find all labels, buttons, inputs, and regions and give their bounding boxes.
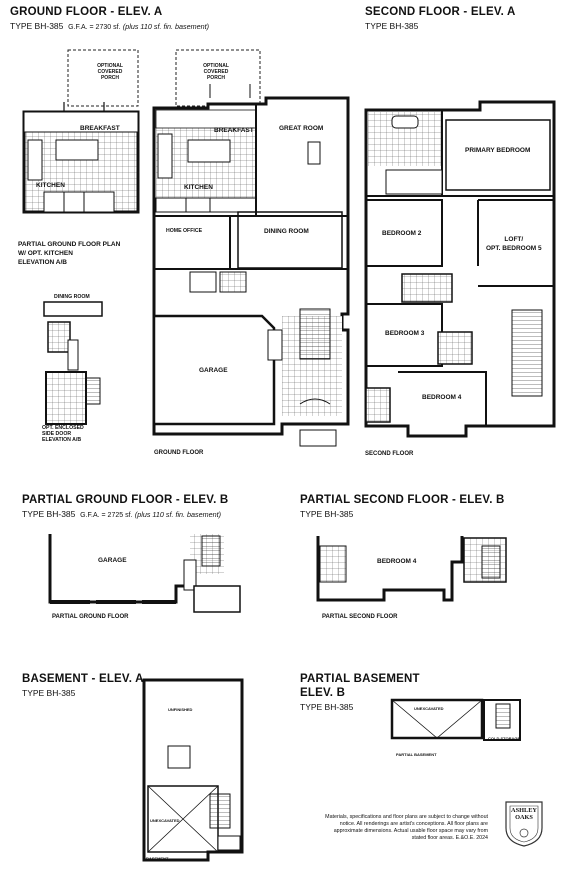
room-breakfast: BREAKFAST [214, 127, 254, 134]
second-floor-caption: SECOND FLOOR [365, 451, 414, 457]
type-label: TYPE BH-385 [22, 509, 76, 519]
room-unexcavated: UNEXCAVATED [150, 818, 180, 823]
caption-line: PARTIAL GROUND FLOOR PLAN [18, 241, 121, 248]
second-floor-a-type: TYPE BH-385 [365, 21, 419, 31]
room-garage-partial: GARAGE [98, 557, 127, 564]
partial-ground-b-subtitle: TYPE BH-385 G.F.A. = 2725 sf. (plus 110 … [22, 509, 221, 519]
side-door-plan [43, 301, 103, 425]
gfa-note: (plus 110 sf. fin. basement) [122, 22, 210, 31]
side-door-caption: OPT. ENCLOSED SIDE DOOR ELEVATION A/B [42, 425, 84, 443]
room-garage: GARAGE [199, 367, 228, 374]
partial-plan-caption: PARTIAL GROUND FLOOR PLAN W/ OPT. KITCHE… [18, 240, 120, 267]
basement-a-type: TYPE BH-385 [22, 688, 76, 698]
basement-caption: BASEMENT [146, 856, 169, 861]
loft-line-1: LOFT/ [504, 236, 524, 243]
room-breakfast-partial: BREAKFAST [80, 125, 120, 132]
ground-floor-caption: GROUND FLOOR [154, 450, 204, 456]
caption-line: ELEVATION A/B [42, 437, 82, 443]
room-dining-room-small: DINING ROOM [54, 294, 90, 300]
room-kitchen: KITCHEN [184, 184, 213, 191]
room-bedroom-4-partial: BEDROOM 4 [377, 558, 417, 565]
caption-line: W/ OPT. KITCHEN [18, 250, 73, 257]
basement-plan [142, 678, 244, 862]
room-loft: LOFT/ OPT. BEDROOM 5 [486, 235, 542, 253]
gfa-label: G.F.A. = 2725 sf. [80, 512, 133, 519]
room-bedroom-4: BEDROOM 4 [422, 394, 462, 401]
partial-second-floor-caption: PARTIAL SECOND FLOOR [322, 614, 398, 620]
second-floor-plan [364, 100, 556, 438]
partial-ground-b-title: PARTIAL GROUND FLOOR - ELEV. B [22, 494, 229, 506]
ground-floor-plan [152, 84, 350, 447]
room-unfinished: UNFINISHED [168, 707, 193, 712]
logo-line-1: ASHLEY [511, 807, 537, 814]
partial-second-b-title: PARTIAL SECOND FLOOR - ELEV. B [300, 494, 505, 506]
partial-kitchen-plan [22, 102, 140, 214]
partial-basement-b-title-2: ELEV. B [300, 687, 346, 699]
room-bedroom-2: BEDROOM 2 [382, 230, 422, 237]
basement-a-title: BASEMENT - ELEV. A [22, 673, 144, 685]
loft-line-2: OPT. BEDROOM 5 [486, 245, 542, 252]
room-home-office: HOME OFFICE [166, 228, 203, 234]
partial-ground-floor-caption: PARTIAL GROUND FLOOR [52, 614, 129, 620]
ground-floor-a-subtitle: TYPE BH-385 G.F.A. = 2730 sf. (plus 110 … [10, 21, 209, 31]
partial-second-b-type: TYPE BH-385 [300, 509, 354, 519]
room-kitchen-partial: KITCHEN [36, 182, 65, 189]
disclaimer: Materials, specifications and floor plan… [325, 814, 488, 841]
room-bedroom-3: BEDROOM 3 [385, 330, 425, 337]
type-label: TYPE BH-385 [10, 21, 64, 31]
room-great-room: GREAT ROOM [279, 125, 324, 132]
gfa-label: G.F.A. = 2730 sf. [68, 24, 121, 31]
optional-porch-label-2: OPTIONAL COVERED PORCH [203, 63, 229, 81]
ground-floor-a-title: GROUND FLOOR - ELEV. A [10, 6, 163, 18]
room-unexcavated-b: UNEXCAVATED [414, 706, 444, 711]
logo-line-2: OAKS [515, 814, 533, 821]
second-floor-a-title: SECOND FLOOR - ELEV. A [365, 6, 516, 18]
logo-text: ASHLEY OAKS [505, 807, 543, 821]
caption-line: SIDE DOOR [42, 431, 72, 437]
gfa-note: (plus 110 sf. fin. basement) [134, 510, 222, 519]
partial-ground-b-plan [48, 534, 241, 613]
partial-basement-b-title: PARTIAL BASEMENT [300, 673, 420, 685]
partial-second-b-plan [316, 536, 507, 602]
partial-basement-b-plan [390, 698, 521, 741]
caption-line: OPT. ENCLOSED [42, 425, 84, 431]
room-dining-room: DINING ROOM [264, 228, 309, 235]
room-primary-bedroom: PRIMARY BEDROOM [465, 147, 531, 154]
partial-basement-b-type: TYPE BH-385 [300, 702, 354, 712]
room-cold-storage: COLD STORAGE [488, 736, 521, 741]
optional-porch-label-1: OPTIONAL COVERED PORCH [97, 63, 123, 81]
ashley-oaks-logo [505, 801, 543, 847]
partial-basement-caption: PARTIAL BASEMENT [396, 752, 437, 757]
caption-line: ELEVATION A/B [18, 259, 67, 266]
